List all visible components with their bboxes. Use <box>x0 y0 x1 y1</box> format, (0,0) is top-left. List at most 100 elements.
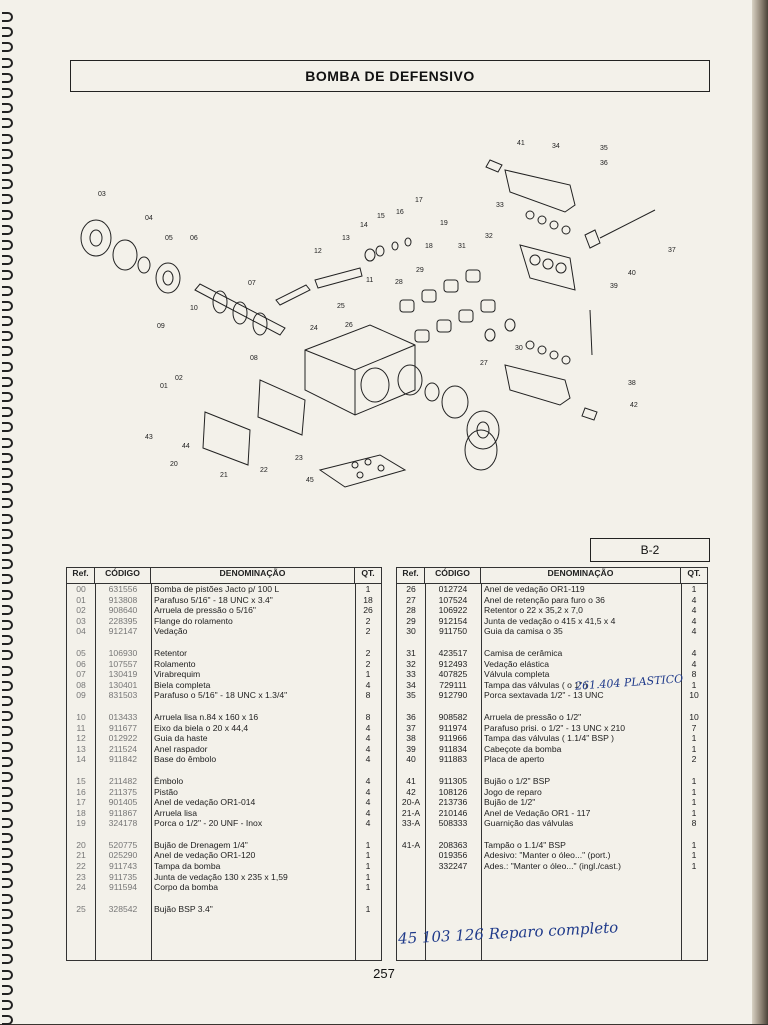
callout-label: 45 <box>306 477 314 484</box>
qt-cell: 2 <box>691 754 697 765</box>
code-cell: 912790 <box>438 690 468 701</box>
ref-cell: 32 <box>406 658 416 669</box>
code-cell: 012724 <box>438 584 468 594</box>
callout-label: 10 <box>190 305 198 312</box>
callout-label: 29 <box>416 267 424 274</box>
qt-cell: 2 <box>365 626 371 637</box>
callout-label: 06 <box>190 235 198 242</box>
ref-cell: 10 <box>76 711 86 722</box>
code-cell: 012922 <box>108 733 138 744</box>
description-cell: Camisa de cerâmica <box>484 647 563 658</box>
description-cell: Tampão o 1.1/4" BSP <box>484 839 566 850</box>
code-cell: 107557 <box>108 658 138 669</box>
table-row: 40 911883 Placa de aperto 2 <box>397 754 707 765</box>
ref-cell: 29 <box>406 615 416 626</box>
callout-label: 30 <box>515 345 523 352</box>
description-cell: Tampa das válvulas ( 1.1/4" BSP ) <box>484 733 614 744</box>
code-cell: 423517 <box>438 647 468 658</box>
code-cell: 407825 <box>438 669 468 680</box>
callout-label: 13 <box>342 235 350 242</box>
callout-label: 35 <box>600 145 608 152</box>
callout-label: 41 <box>517 140 525 147</box>
description-cell: Guarnição das válvulas <box>484 818 574 829</box>
qt-cell: 4 <box>365 807 371 818</box>
callout-label: 36 <box>600 160 608 167</box>
description-cell: Bujão BSP 3.4" <box>154 903 213 914</box>
qt-cell: 1 <box>691 743 697 754</box>
description-cell: Corpo da bomba <box>154 882 219 893</box>
ref-cell: 26 <box>406 584 416 594</box>
header-denominacao: DENOMINAÇÃO <box>481 568 681 583</box>
code-cell: 211375 <box>108 786 138 797</box>
header-ref: Ref. <box>67 568 95 583</box>
code-cell: 130401 <box>108 679 138 690</box>
qt-cell: 2 <box>365 658 371 669</box>
qt-cell: 1 <box>365 839 371 850</box>
callout-label: 15 <box>377 213 385 220</box>
qt-cell: 4 <box>691 647 697 658</box>
code-cell: 106930 <box>108 647 138 658</box>
code-cell: 911883 <box>438 754 468 765</box>
code-cell: 107524 <box>438 594 468 605</box>
description-cell: Placa de aperto <box>484 754 545 765</box>
section-label: B-2 <box>590 538 710 562</box>
description-cell: Arruela lisa n.84 x 160 x 16 <box>154 711 259 722</box>
description-cell: Parafuso o 5/16" - 18 UNC x 1.3/4" <box>154 690 288 701</box>
header-denominacao: DENOMINAÇÃO <box>151 568 355 583</box>
description-cell: Parafuso prisi. o 1/2" - 13 UNC x 210 <box>484 722 626 733</box>
ref-cell: 18 <box>76 807 86 818</box>
page-title: BOMBA DE DEFENSIVO <box>70 60 710 92</box>
qt-cell: 1 <box>365 871 371 882</box>
callout-label: 14 <box>360 222 368 229</box>
qt-cell: 1 <box>691 584 697 594</box>
callout-label: 17 <box>415 197 423 204</box>
callout-label: 44 <box>182 443 190 450</box>
ref-cell: 40 <box>406 754 416 765</box>
qt-cell: 4 <box>365 722 371 733</box>
ref-cell: 39 <box>406 743 416 754</box>
ref-cell: 09 <box>76 690 86 701</box>
description-cell: Biela completa <box>154 679 211 690</box>
ref-cell: 25 <box>76 903 86 914</box>
callout-label: 18 <box>425 243 433 250</box>
callout-label: 23 <box>295 455 303 462</box>
description-cell: Cabeçote da bomba <box>484 743 562 754</box>
description-cell: Vedação <box>154 626 188 637</box>
callout-label: 34 <box>552 143 560 150</box>
page-number: 257 <box>373 966 395 981</box>
code-cell: 913808 <box>108 594 138 605</box>
callout-label: 37 <box>668 247 676 254</box>
description-cell: Bujão de Drenagem 1/4" <box>154 839 248 850</box>
qt-cell: 4 <box>365 818 371 829</box>
code-cell: 130419 <box>108 669 138 680</box>
code-cell: 508333 <box>438 818 468 829</box>
qt-cell: 8 <box>365 711 371 722</box>
callout-label: 40 <box>628 270 636 277</box>
qt-cell: 1 <box>365 903 371 914</box>
code-cell: 025290 <box>108 850 138 861</box>
code-cell: 912154 <box>438 615 468 626</box>
ref-cell: 21 <box>76 850 86 861</box>
code-cell: 211482 <box>108 775 138 786</box>
code-cell: 912493 <box>438 658 468 669</box>
description-cell: Rolamento <box>154 658 196 669</box>
